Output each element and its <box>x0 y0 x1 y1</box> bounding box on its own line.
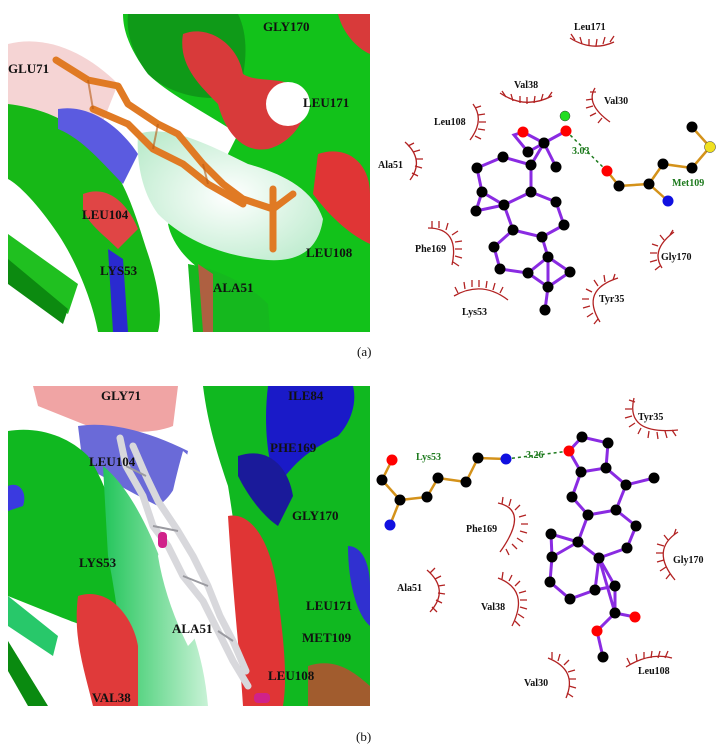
hydrophobic-label: Gly170 <box>661 252 692 263</box>
residue-label: LEU104 <box>82 207 129 222</box>
residue-label: LYS53 <box>79 555 117 570</box>
surface-view-a: GLY170 GLU71 LEU171 LEU104 LEU108 LYS53 … <box>8 14 370 332</box>
ligand-bonds-a <box>473 129 573 311</box>
panel-b: GLY71 ILE84 LEU104 PHE169 GLY170 LYS53 L… <box>0 380 726 747</box>
residue-label: LEU171 <box>303 95 350 110</box>
residue-label: GLY170 <box>263 19 310 34</box>
residue-label-met109: Met109 <box>672 178 705 189</box>
residue-label-lys53: Lys53 <box>416 452 442 463</box>
hbond-distance: 3.03 <box>572 146 590 157</box>
residue-label: GLU71 <box>8 61 50 76</box>
hydrophobic-label: Val38 <box>481 602 506 613</box>
residue-label: LEU108 <box>268 668 315 683</box>
residue-label: GLY71 <box>101 388 141 403</box>
hydrophobic-label: Tyr35 <box>599 294 625 305</box>
ligplot-a: 3.03 Met109 Leu171 Val38 Val30 Leu108 Al… <box>370 0 726 340</box>
residue-label: LEU108 <box>306 245 353 260</box>
caption-b: (b) <box>356 729 372 744</box>
hydrophobic-label: Val30 <box>604 96 629 107</box>
hydrophobic-arcs-b <box>426 397 679 699</box>
hbond-distance: 3.26 <box>526 450 544 461</box>
surface-view-b: GLY71 ILE84 LEU104 PHE169 GLY170 LYS53 L… <box>8 386 370 706</box>
hydrophobic-label: Ala51 <box>397 583 422 594</box>
hydrophobic-label: Phe169 <box>415 244 447 255</box>
hydrophobic-label: Gly170 <box>673 555 704 566</box>
ligand-stick-b <box>116 434 252 690</box>
hydrophobic-label: Lys53 <box>462 307 488 318</box>
atoms-b <box>376 431 660 663</box>
protein-surface-a <box>8 14 370 332</box>
residue-label: ALA51 <box>213 280 254 295</box>
hydrophobic-label: Leu108 <box>434 117 466 128</box>
interaction-diagram-b <box>376 397 679 699</box>
ligand-stick-a <box>52 56 297 253</box>
hbond-line-b <box>505 450 570 460</box>
hydrophobic-arcs-a <box>404 33 675 325</box>
residue-label: LEU171 <box>306 598 353 613</box>
residue-label: LYS53 <box>100 263 138 278</box>
residue-label: ILE84 <box>288 388 324 403</box>
hydrophobic-label: Ala51 <box>378 160 403 171</box>
hydrophobic-label: Phe169 <box>466 524 498 535</box>
hydrophobic-label: Val38 <box>514 80 539 91</box>
residue-label: PHE169 <box>270 440 317 455</box>
protein-surface-b <box>8 386 370 706</box>
hydrophobic-label: Leu108 <box>638 666 670 677</box>
lys53-bonds <box>380 456 507 526</box>
hydrophobic-label: Tyr35 <box>638 412 664 423</box>
panel-a: GLY170 GLU71 LEU171 LEU104 LEU108 LYS53 … <box>0 0 726 360</box>
residue-label: LEU104 <box>89 454 136 469</box>
residue-label: GLY170 <box>292 508 339 523</box>
caption-a: (a) <box>357 344 372 359</box>
residue-label: ALA51 <box>172 621 213 636</box>
hydrophobic-label: Val30 <box>524 678 549 689</box>
interaction-diagram-a <box>404 33 716 325</box>
atoms-a <box>470 110 716 316</box>
hydrophobic-label: Leu171 <box>574 22 606 33</box>
ligplot-b: 3.26 Lys53 Tyr35 Phe169 Gly170 Ala51 Val… <box>370 380 726 720</box>
residue-label: VAL38 <box>92 690 131 705</box>
residue-label: MET109 <box>302 630 352 645</box>
